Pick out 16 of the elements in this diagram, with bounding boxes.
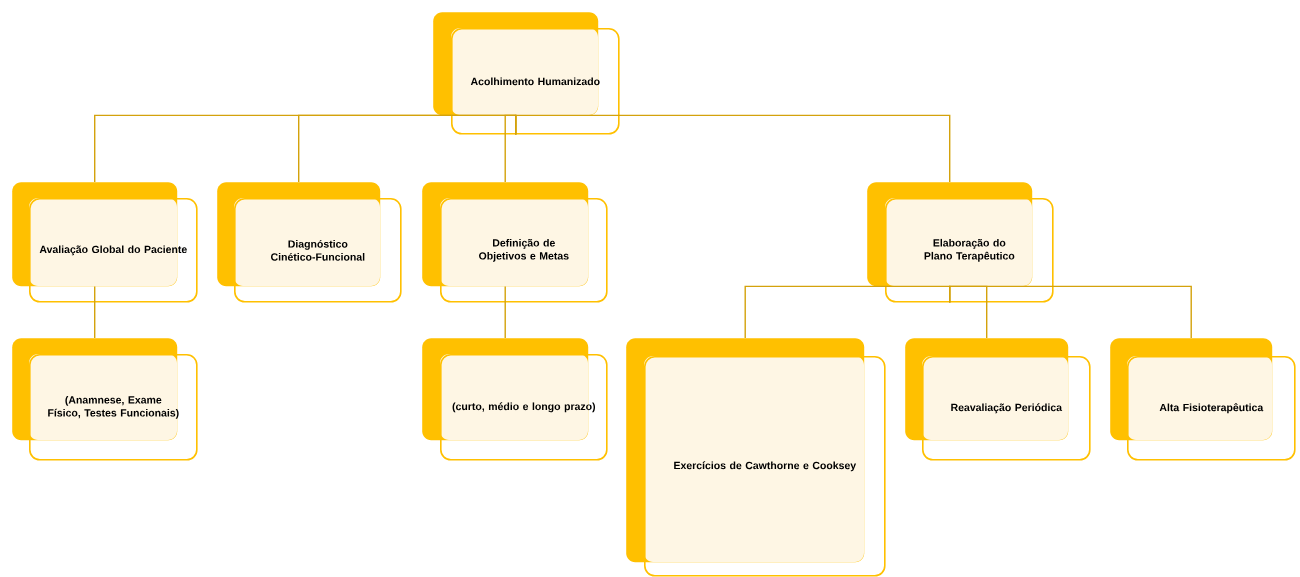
process-box: Definição de Objetivos e Metas bbox=[422, 182, 608, 303]
process-box: Reavaliação Periódica bbox=[905, 338, 1091, 461]
process-box: Acolhimento Humanizado bbox=[433, 12, 620, 135]
process-box: (curto, médio e longo prazo) bbox=[422, 338, 608, 461]
connector-line bbox=[504, 114, 517, 183]
process-box: Elaboração do Plano Terapêutico bbox=[867, 182, 1054, 303]
connector-line bbox=[94, 285, 96, 339]
process-box: (Anamnese, Exame Físico, Testes Funcionais) bbox=[12, 338, 198, 461]
connector-line bbox=[949, 285, 1192, 339]
connector-line bbox=[744, 285, 951, 339]
process-box: Avaliação Global do Paciente bbox=[12, 182, 198, 303]
connector-line bbox=[504, 285, 506, 339]
process-box: Alta Fisioterapêutica bbox=[1110, 338, 1296, 461]
process-box: Diagnóstico Cinético-Funcional bbox=[217, 182, 402, 303]
process-box: Exercícios de Cawthorne e Cooksey bbox=[626, 338, 886, 577]
connector-line bbox=[515, 114, 951, 183]
